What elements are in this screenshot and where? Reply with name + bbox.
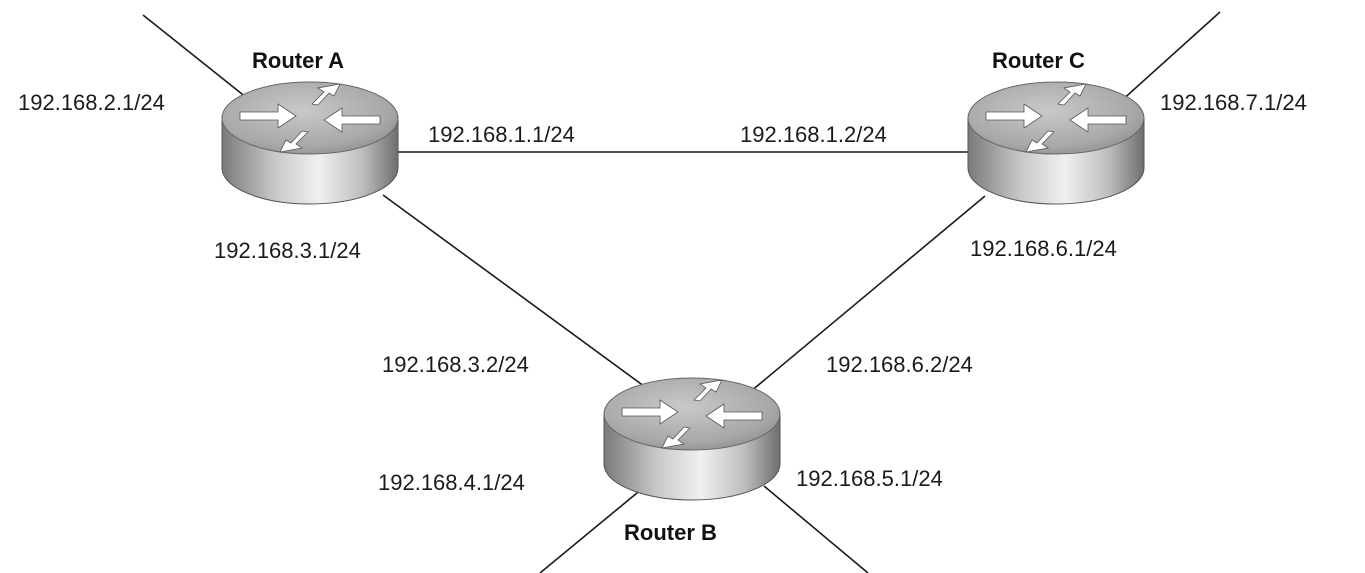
link-a-external bbox=[142, 14, 253, 103]
iface-c-to-b: 192.168.6.1/24 bbox=[970, 236, 1117, 261]
iface-a-to-c: 192.168.1.1/24 bbox=[428, 122, 575, 147]
iface-c-to-a: 192.168.1.2/24 bbox=[740, 122, 887, 147]
link-b-external-left bbox=[539, 487, 644, 573]
link-c-external bbox=[1119, 11, 1221, 103]
iface-a-to-b: 192.168.3.1/24 bbox=[214, 238, 361, 263]
iface-b-to-c: 192.168.6.2/24 bbox=[826, 352, 973, 377]
link-c-b bbox=[749, 195, 986, 393]
router-c-icon bbox=[967, 81, 1145, 205]
iface-c-external: 192.168.7.1/24 bbox=[1160, 90, 1307, 115]
router-c-label: Router C bbox=[992, 48, 1085, 73]
iface-b-external-left: 192.168.4.1/24 bbox=[378, 470, 525, 495]
router-a-icon bbox=[221, 81, 399, 205]
router-a-label: Router A bbox=[252, 48, 344, 73]
iface-a-external: 192.168.2.1/24 bbox=[18, 90, 165, 115]
link-a-b bbox=[382, 194, 653, 393]
router-b-icon bbox=[603, 377, 781, 501]
iface-b-to-a: 192.168.3.2/24 bbox=[382, 352, 529, 377]
link-b-external-right bbox=[763, 485, 869, 573]
iface-b-external-right: 192.168.5.1/24 bbox=[796, 466, 943, 491]
router-b-label: Router B bbox=[624, 520, 717, 545]
links bbox=[142, 11, 1221, 573]
